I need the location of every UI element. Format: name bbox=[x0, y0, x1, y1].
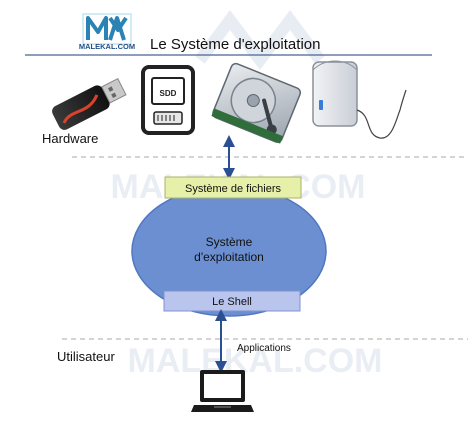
external-drive-icon bbox=[312, 60, 407, 139]
applications-label: Applications bbox=[237, 343, 291, 354]
page-title: Le Système d'exploitation bbox=[150, 36, 320, 53]
user-label: Utilisateur bbox=[57, 349, 115, 364]
logo-text: MALEKAL.COM bbox=[79, 42, 135, 51]
hardware-label: Hardware bbox=[42, 131, 98, 146]
shell-label: Le Shell bbox=[212, 296, 252, 308]
os-core-label-line1: Système bbox=[206, 235, 253, 249]
filesystem-box bbox=[164, 176, 302, 199]
logo-icon bbox=[86, 16, 128, 41]
filesystem-label: Système de fichiers bbox=[185, 183, 281, 195]
watermark-logo-icon bbox=[195, 9, 325, 70]
ssd-icon: SDD bbox=[141, 65, 195, 135]
os-core-label-line2: d'exploitation bbox=[194, 250, 264, 264]
ssd-label: SDD bbox=[160, 89, 177, 98]
shell-box bbox=[163, 290, 301, 312]
brand-logo: MALEKAL.COM bbox=[79, 13, 135, 51]
watermark-text-bottom: MALEKAL.COM bbox=[128, 342, 383, 380]
usb-drive-icon bbox=[52, 78, 127, 130]
hard-disk-icon bbox=[211, 62, 302, 144]
laptop-icon bbox=[191, 370, 254, 412]
